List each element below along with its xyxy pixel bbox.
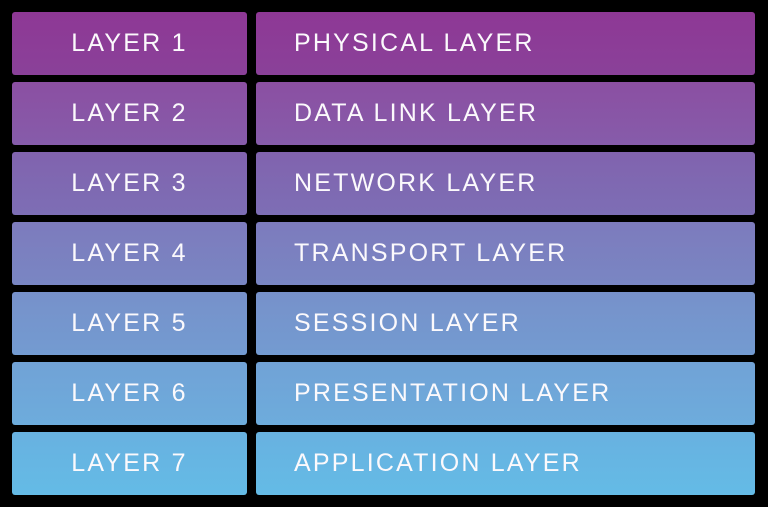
- layer-name-label: DATA LINK LAYER: [294, 99, 539, 127]
- table-row-layer-5: LAYER 5 SESSION LAYER: [12, 292, 755, 355]
- table-row-layer-1: LAYER 1 PHYSICAL LAYER: [12, 12, 755, 75]
- layer-number-cell: LAYER 5: [12, 292, 247, 355]
- table-row-layer-3: LAYER 3 NETWORK LAYER: [12, 152, 755, 215]
- layer-name-label: PRESENTATION LAYER: [294, 379, 612, 407]
- layer-name-label: SESSION LAYER: [294, 309, 521, 337]
- layer-number-label: LAYER 5: [71, 309, 188, 337]
- table-row-layer-7: LAYER 7 APPLICATION LAYER: [12, 432, 755, 495]
- layer-number-label: LAYER 7: [71, 449, 188, 477]
- layer-number-cell: LAYER 1: [12, 12, 247, 75]
- layer-number-label: LAYER 4: [71, 239, 188, 267]
- layer-number-cell: LAYER 6: [12, 362, 247, 425]
- layer-name-cell: DATA LINK LAYER: [256, 82, 755, 145]
- layer-name-label: NETWORK LAYER: [294, 169, 538, 197]
- layer-name-label: PHYSICAL LAYER: [294, 29, 535, 57]
- layer-name-cell: NETWORK LAYER: [256, 152, 755, 215]
- layer-name-label: APPLICATION LAYER: [294, 449, 582, 477]
- layer-name-cell: PRESENTATION LAYER: [256, 362, 755, 425]
- layer-number-cell: LAYER 4: [12, 222, 247, 285]
- layer-number-label: LAYER 1: [71, 29, 188, 57]
- layer-number-label: LAYER 6: [71, 379, 188, 407]
- layer-number-cell: LAYER 2: [12, 82, 247, 145]
- table-row-layer-2: LAYER 2 DATA LINK LAYER: [12, 82, 755, 145]
- layer-name-cell: PHYSICAL LAYER: [256, 12, 755, 75]
- layer-number-label: LAYER 3: [71, 169, 188, 197]
- layer-number-label: LAYER 2: [71, 99, 188, 127]
- layer-number-cell: LAYER 3: [12, 152, 247, 215]
- layer-name-cell: SESSION LAYER: [256, 292, 755, 355]
- table-row-layer-4: LAYER 4 TRANSPORT LAYER: [12, 222, 755, 285]
- layer-number-cell: LAYER 7: [12, 432, 247, 495]
- layer-name-cell: TRANSPORT LAYER: [256, 222, 755, 285]
- layer-name-cell: APPLICATION LAYER: [256, 432, 755, 495]
- osi-layers-table: LAYER 1 PHYSICAL LAYER LAYER 2 DATA LINK…: [12, 12, 755, 495]
- layer-name-label: TRANSPORT LAYER: [294, 239, 568, 267]
- table-row-layer-6: LAYER 6 PRESENTATION LAYER: [12, 362, 755, 425]
